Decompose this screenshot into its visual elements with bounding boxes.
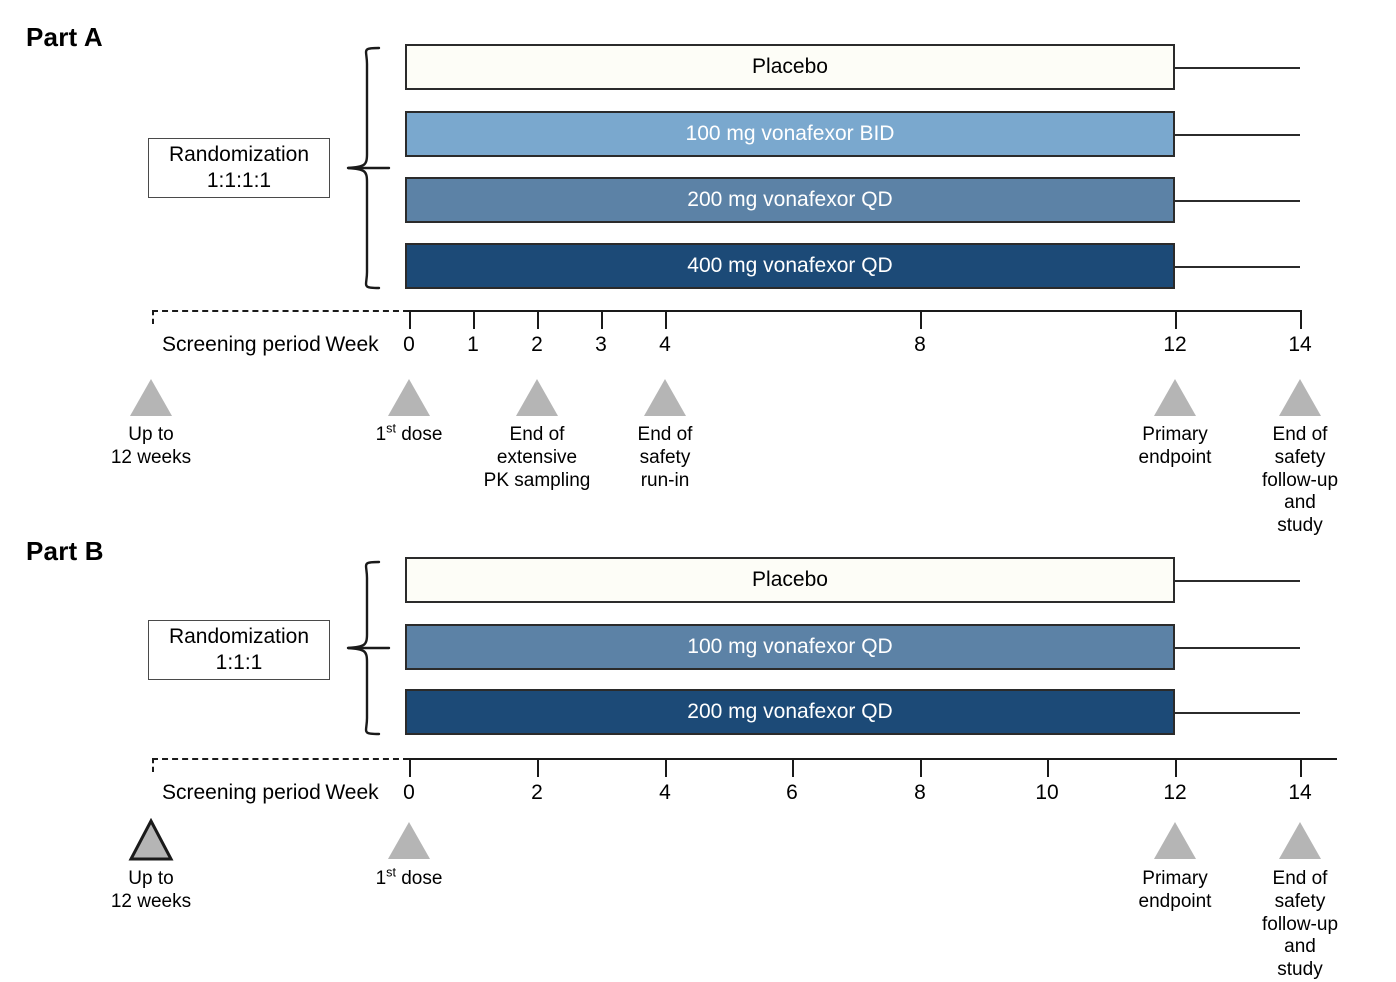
part-a-tick-0 — [409, 310, 411, 329]
part-b-tick-6 — [792, 758, 794, 777]
part-a-tick-label-12: 12 — [1163, 333, 1187, 356]
part-b-tick-label-14: 14 — [1288, 781, 1312, 804]
part-b-randomization-line2: 1:1:1 — [215, 651, 263, 674]
part-a-week-label: Week — [325, 333, 379, 356]
part-a-marker-end-of-study-triangle-icon — [1279, 379, 1321, 416]
part-a-screening-start-tick — [152, 310, 154, 324]
part-a-marker-pk-sampling-triangle-icon — [516, 379, 558, 416]
part-a-tick-label-8: 8 — [914, 333, 926, 356]
part-b-randomization-line1: Randomization — [168, 625, 310, 649]
part-a-arm-200mg-qd-tail — [1175, 200, 1300, 202]
part-b-tick-label-6: 6 — [786, 781, 798, 804]
part-b-marker-first-dose-triangle-icon — [388, 822, 430, 859]
part-a-tick-14 — [1300, 310, 1302, 329]
part-b-arm-100mg-qd-tail — [1175, 647, 1300, 649]
part-b-screening-period-label: Screening period — [162, 781, 321, 804]
part-b-marker-end-of-study-caption: End of safety follow-up and study — [1261, 868, 1339, 981]
part-b-tick-4 — [665, 758, 667, 777]
part-a-tick-2 — [537, 310, 539, 329]
part-a-arm-200mg-qd-label: 200 mg vonafexor QD — [687, 188, 893, 211]
part-b-arm-200mg-qd-tail — [1175, 712, 1300, 714]
part-b-tick-2 — [537, 758, 539, 777]
part-a-randomization-line2: 1:1:1:1 — [206, 169, 272, 192]
part-b-marker-screening-triangle-icon — [128, 818, 174, 861]
part-a-marker-primary-endpoint-triangle-icon — [1154, 379, 1196, 416]
part-a-marker-screening-triangle-icon — [130, 379, 172, 416]
part-b-tick-8 — [920, 758, 922, 777]
part-a-tick-label-1: 1 — [467, 333, 479, 356]
part-a-arm-400mg-qd-tail — [1175, 266, 1300, 268]
part-b-arm-placebo: Placebo — [405, 557, 1175, 603]
part-b-tick-14 — [1300, 758, 1302, 777]
part-b-tick-label-8: 8 — [914, 781, 926, 804]
part-b-axis-line — [409, 758, 1337, 760]
part-a-tick-12 — [1175, 310, 1177, 329]
part-a-screening-dashed-line — [152, 310, 409, 312]
part-a-title: Part A — [26, 22, 103, 52]
part-a-arm-placebo-label: Placebo — [752, 55, 828, 78]
part-a-arm-200mg-qd: 200 mg vonafexor QD — [405, 177, 1175, 223]
part-a-tick-1 — [473, 310, 475, 329]
part-a-randomization-brace — [346, 46, 391, 290]
part-b-marker-primary-endpoint-triangle-icon — [1154, 822, 1196, 859]
part-a-arm-placebo-tail — [1175, 67, 1300, 69]
ordinal-suffix: st — [386, 865, 396, 880]
study-design-figure: Part A Randomization 1:1:1:1 Placebo 100… — [26, 22, 1339, 980]
part-a-axis-line — [409, 310, 1300, 312]
part-b-marker-screening-caption: Up to 12 weeks — [110, 868, 192, 912]
part-b-arm-placebo-label: Placebo — [752, 568, 828, 591]
part-b-marker-end-of-study-triangle-icon — [1279, 822, 1321, 859]
part-b-arm-placebo-tail — [1175, 580, 1300, 582]
part-a-marker-end-of-study-caption: End of safety follow-up and study — [1261, 424, 1339, 537]
part-b-tick-10 — [1047, 758, 1049, 777]
part-a-marker-safety-runin-triangle-icon — [644, 379, 686, 416]
ordinal-suffix: st — [386, 421, 396, 436]
part-a-arm-100mg-bid-label: 100 mg vonafexor BID — [685, 122, 895, 145]
part-b-randomization-box: Randomization 1:1:1 — [148, 620, 330, 680]
part-b-arm-100mg-qd-label: 100 mg vonafexor QD — [687, 635, 893, 658]
part-b-arm-200mg-qd-label: 200 mg vonafexor QD — [687, 700, 893, 723]
part-b-randomization-brace — [346, 560, 391, 736]
part-a-screening-period-label: Screening period — [162, 333, 321, 356]
part-a-marker-primary-endpoint-caption: Primary endpoint — [1138, 424, 1212, 468]
part-a-arm-100mg-bid: 100 mg vonafexor BID — [405, 111, 1175, 157]
part-a-arm-400mg-qd: 400 mg vonafexor QD — [405, 243, 1175, 289]
part-a-randomization-line1: Randomization — [168, 143, 310, 167]
part-b-week-label: Week — [325, 781, 379, 804]
part-b-tick-label-10: 10 — [1035, 781, 1059, 804]
part-a-tick-label-14: 14 — [1288, 333, 1312, 356]
part-a-tick-label-4: 4 — [659, 333, 671, 356]
part-a-tick-label-3: 3 — [595, 333, 607, 356]
part-b-marker-primary-endpoint-caption: Primary endpoint — [1138, 868, 1212, 912]
part-a-arm-400mg-qd-label: 400 mg vonafexor QD — [687, 254, 893, 277]
part-a-marker-first-dose-triangle-icon — [388, 379, 430, 416]
part-b-tick-0 — [409, 758, 411, 777]
part-a-tick-label-0: 0 — [403, 333, 415, 356]
part-b-arm-100mg-qd: 100 mg vonafexor QD — [405, 624, 1175, 670]
part-b-arm-200mg-qd: 200 mg vonafexor QD — [405, 689, 1175, 735]
part-b-title: Part B — [26, 536, 104, 566]
part-a-tick-label-2: 2 — [531, 333, 543, 356]
part-a-marker-first-dose-caption: 1st dose — [375, 421, 443, 445]
part-b-tick-label-0: 0 — [403, 781, 415, 804]
part-a-randomization-box: Randomization 1:1:1:1 — [148, 138, 330, 198]
part-a-tick-3 — [601, 310, 603, 329]
part-b-tick-label-2: 2 — [531, 781, 543, 804]
part-b-tick-label-4: 4 — [659, 781, 671, 804]
part-a-arm-placebo: Placebo — [405, 44, 1175, 90]
part-a-marker-safety-runin-caption: End of safety run-in — [637, 424, 693, 491]
part-b-screening-start-tick — [152, 758, 154, 772]
part-a-marker-pk-sampling-caption: End of extensive PK sampling — [483, 424, 591, 491]
part-a-tick-4 — [665, 310, 667, 329]
part-b-tick-12 — [1175, 758, 1177, 777]
part-b-tick-label-12: 12 — [1163, 781, 1187, 804]
part-a-marker-screening-caption: Up to 12 weeks — [110, 424, 192, 468]
part-a-arm-100mg-bid-tail — [1175, 134, 1300, 136]
part-b-marker-first-dose-caption: 1st dose — [375, 865, 443, 889]
part-b-screening-dashed-line — [152, 758, 409, 760]
part-a-tick-8 — [920, 310, 922, 329]
